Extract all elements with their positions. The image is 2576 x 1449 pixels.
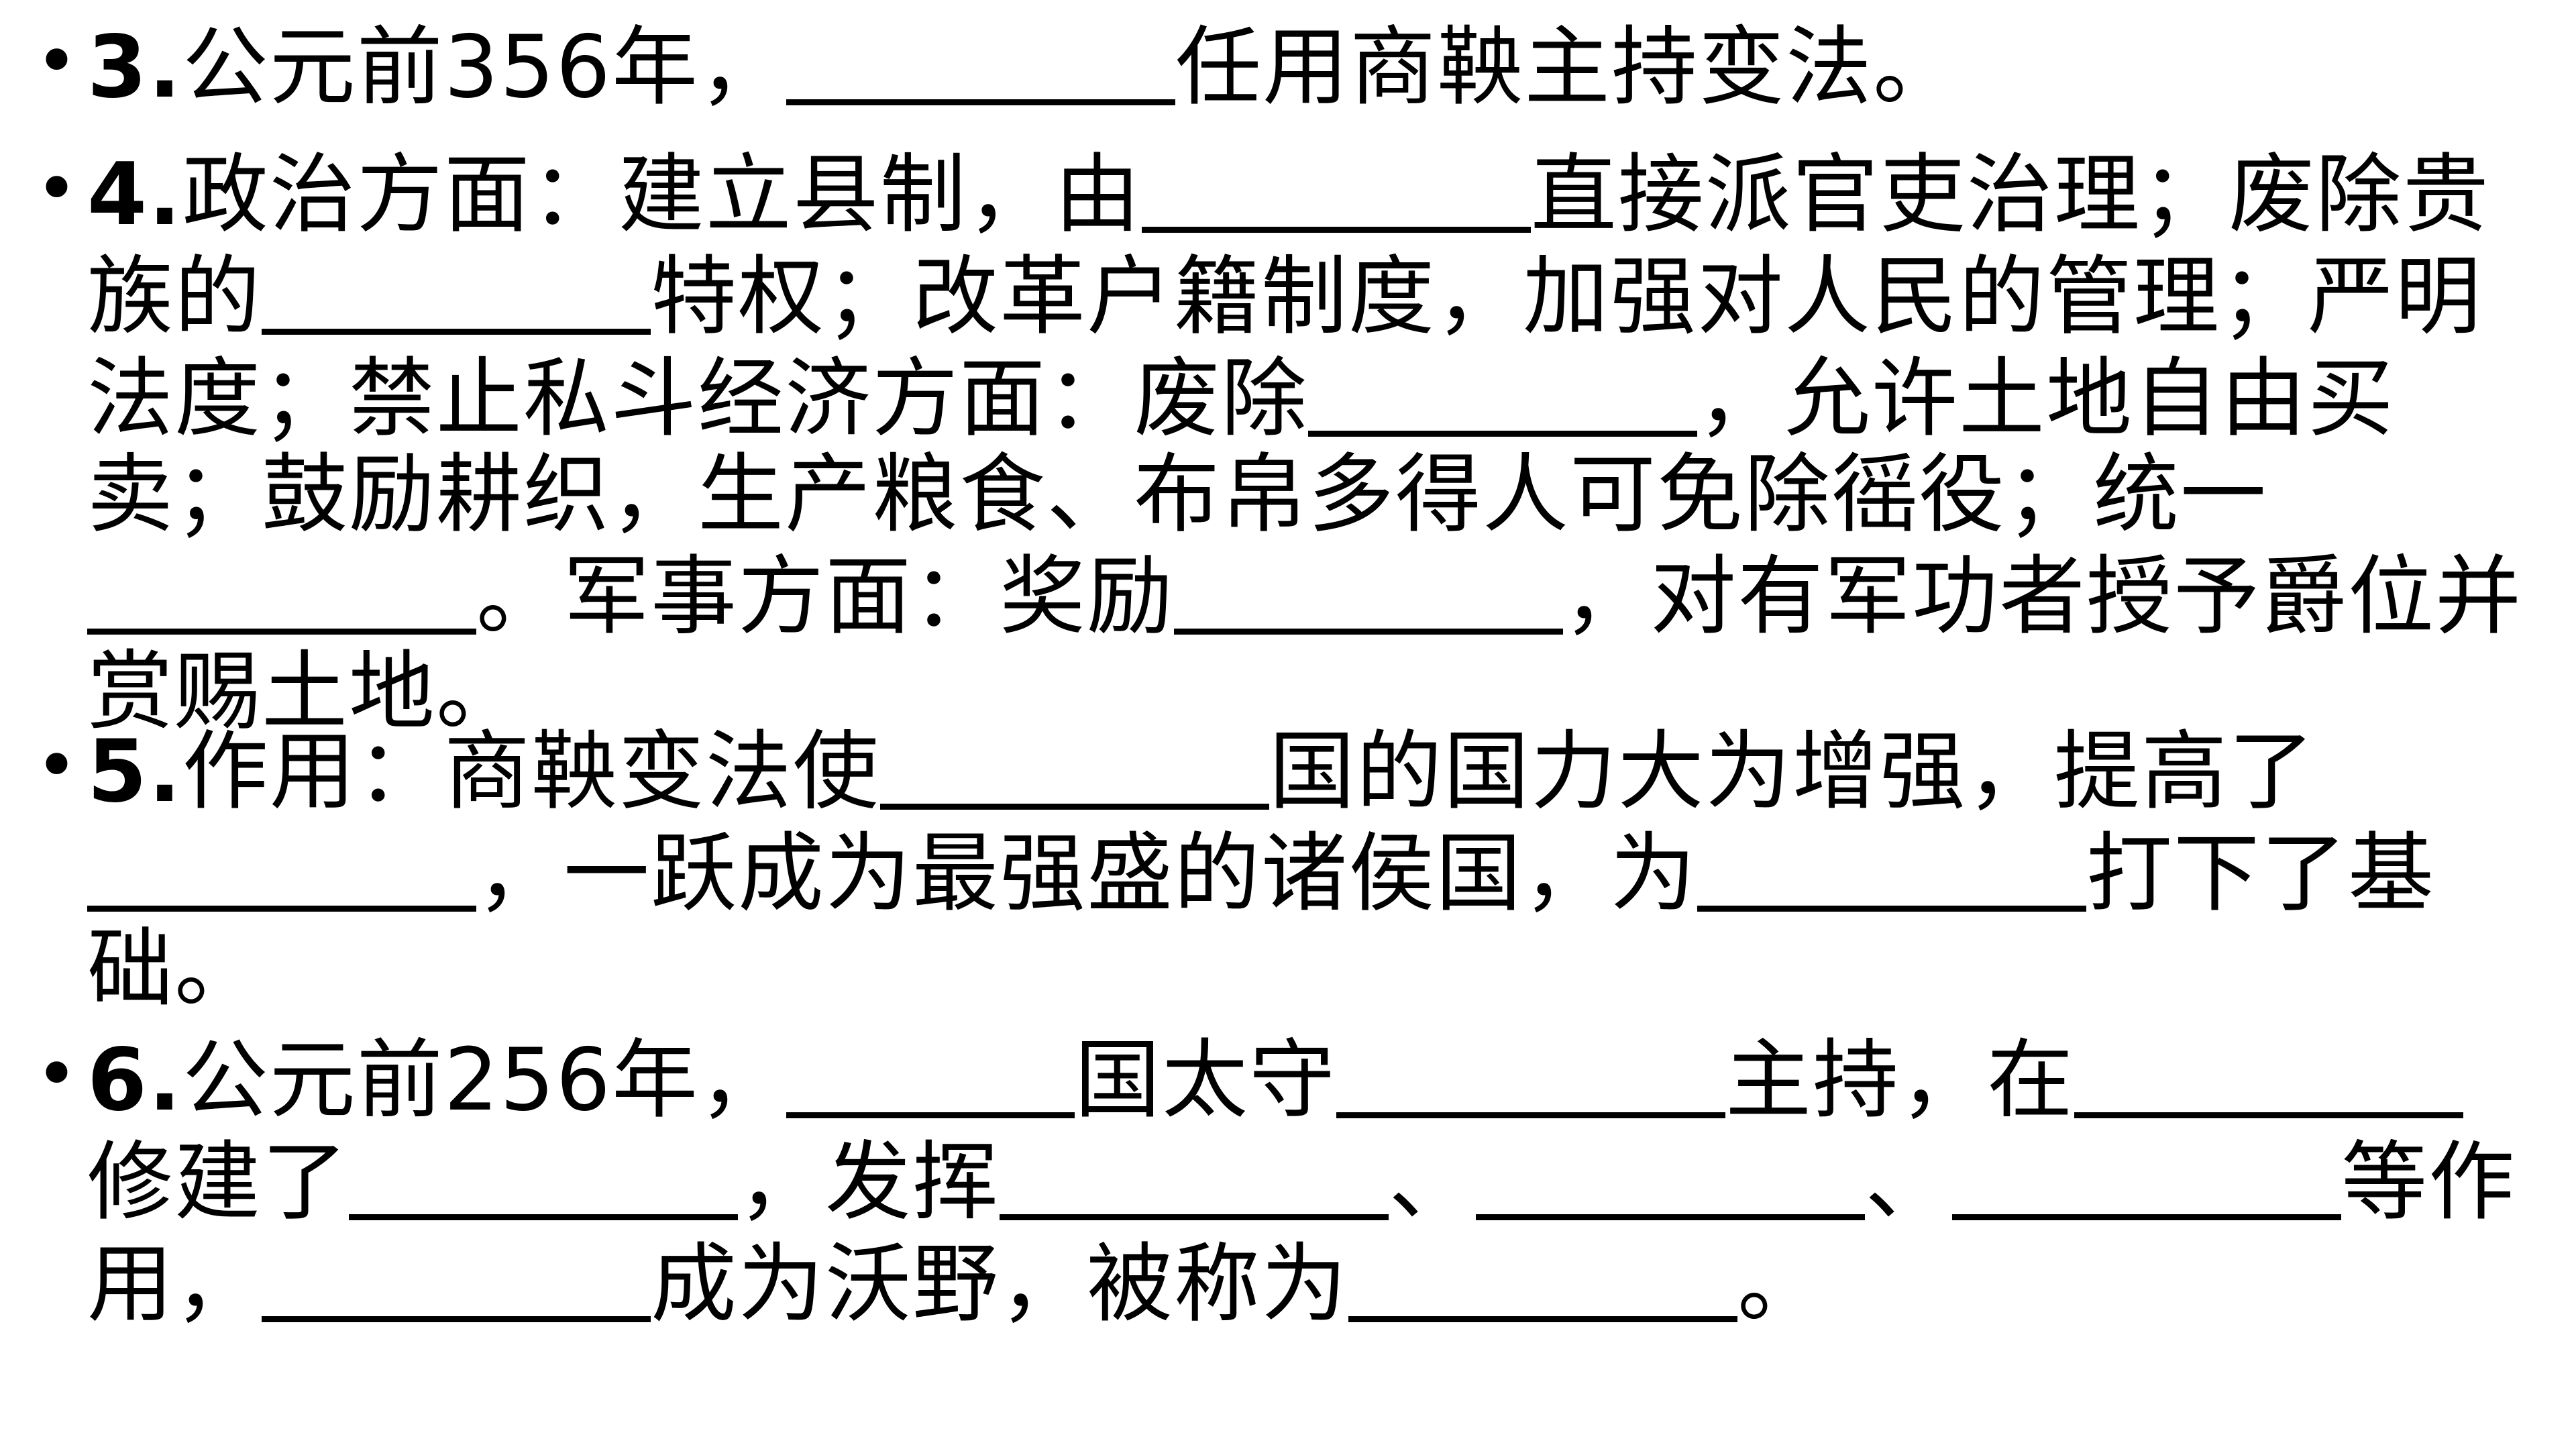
- item-text: ，对有军功者授予爵位并赏赐土地。: [87, 546, 2523, 742]
- fill-blank[interactable]: [87, 820, 476, 912]
- fill-blank[interactable]: [1336, 1026, 1726, 1118]
- item-text: 。军事方面：奖励: [476, 546, 1175, 647]
- item-text: 、: [1865, 1132, 1953, 1233]
- fill-blank[interactable]: [1348, 1230, 1738, 1323]
- item-text: 等作用，: [87, 1132, 2516, 1335]
- item-text: 打下了基础。: [87, 824, 2436, 1020]
- item-3: •3.公元前356年， 任用商鞅主持变法。: [35, 13, 2542, 118]
- fill-blank[interactable]: [786, 1026, 1075, 1118]
- item-number: 4.: [87, 145, 182, 246]
- fill-blank[interactable]: [1476, 1128, 1866, 1221]
- item-text: 修建了: [87, 1132, 350, 1233]
- item-text: 任用商鞅主持变法。: [1175, 17, 1961, 118]
- item-6: •6.公元前256年， 国太守 主持，在修建了 ，发挥 、 、等作用，成为沃野，被称为 。: [35, 1026, 2542, 1335]
- item-text: 公元前256年，: [182, 1030, 787, 1131]
- item-4: •4.政治方面：建立县制，由直接派官吏治理；废除贵族的特权；改革户籍制度，加强对…: [35, 141, 2542, 742]
- bullet-icon: •: [35, 722, 80, 808]
- fill-blank[interactable]: [349, 1128, 739, 1221]
- fill-blank[interactable]: [786, 13, 1176, 105]
- item-text: 。: [1737, 1234, 1825, 1335]
- item-5: •5.作用：商鞅变法使 国的国力大为增强，提高了，一跃成为最强盛的诸侯国，为打下了…: [35, 718, 2542, 1020]
- item-text: ，一跃成为最强盛的诸侯国，为: [476, 824, 1698, 924]
- fill-blank[interactable]: [87, 543, 476, 635]
- item-text: 特权；改革户籍制度，加强对人民的管理；严明法度；禁止私斗经济方面：废除: [87, 247, 2483, 449]
- fill-blank[interactable]: [1141, 141, 1531, 233]
- fill-blank[interactable]: [262, 243, 651, 335]
- item-text: 公元前356年，: [182, 17, 787, 118]
- item-text: 国的国力大为增强，提高了: [1269, 722, 2316, 822]
- item-text: 、: [1389, 1132, 1477, 1233]
- item-text: 作用：商鞅变法使: [182, 722, 880, 822]
- item-text: 直接派官吏治理；废除贵族的: [87, 145, 2490, 347]
- fill-blank[interactable]: [1000, 1128, 1389, 1221]
- item-text: ，发挥: [738, 1132, 1000, 1233]
- fill-blank[interactable]: [2074, 1026, 2464, 1118]
- bullet-icon: •: [35, 1031, 80, 1117]
- item-number: 5.: [87, 722, 182, 822]
- fill-blank[interactable]: [1952, 1128, 2342, 1221]
- fill-blank[interactable]: [1174, 543, 1564, 635]
- bullet-icon: •: [35, 18, 80, 104]
- fill-blank[interactable]: [1308, 345, 1698, 437]
- item-number: 6.: [87, 1030, 182, 1131]
- item-text: ，允许土地自由买卖；鼓励耕织，生产粮食、布帛多得人可免除徭役；统一: [87, 349, 2396, 545]
- item-text: 国太守: [1075, 1030, 1337, 1131]
- item-number: 3.: [87, 17, 182, 118]
- item-text: 成为沃野，被称为: [651, 1234, 1349, 1335]
- fill-blank[interactable]: [879, 718, 1269, 810]
- item-text: 主持，在: [1725, 1030, 2075, 1131]
- item-text: 政治方面：建立县制，由: [182, 145, 1142, 246]
- fill-blank[interactable]: [1697, 820, 2087, 912]
- bullet-icon: •: [35, 146, 80, 231]
- fill-blank[interactable]: [262, 1230, 651, 1323]
